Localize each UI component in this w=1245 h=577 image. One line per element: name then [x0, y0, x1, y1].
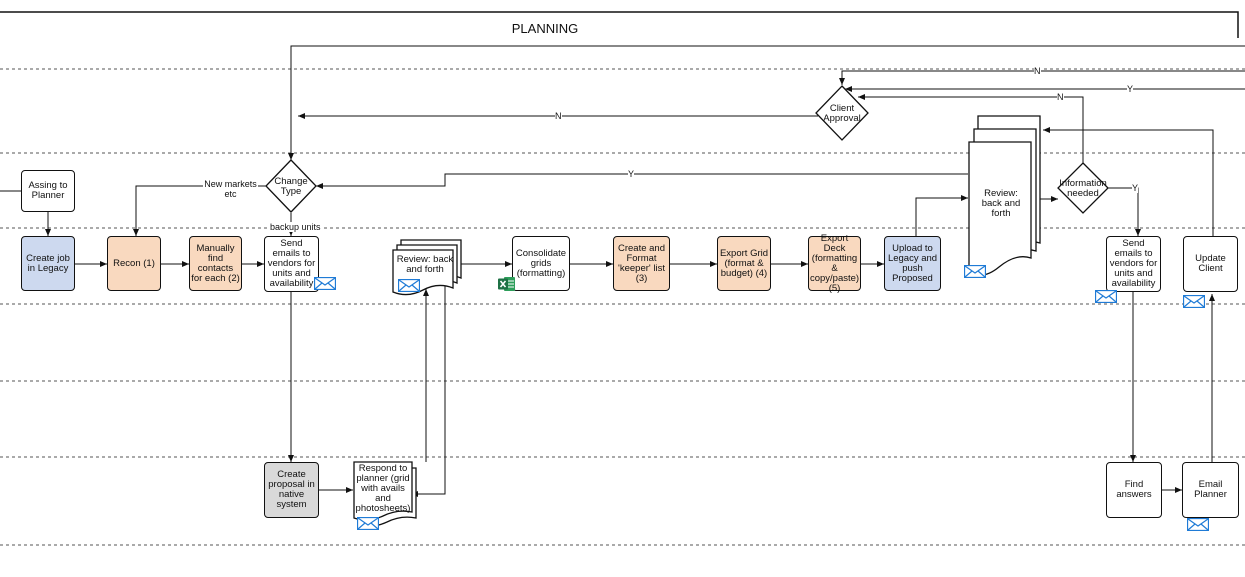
pool-frame	[0, 11, 1239, 38]
mail-icon	[314, 277, 336, 290]
information-needed-label: Information needed	[1059, 178, 1107, 199]
pool-title: PLANNING	[511, 21, 579, 36]
edge-y-label: Y	[628, 169, 635, 179]
export-grid-box: Export Grid (format & budget) (4)	[717, 236, 771, 291]
mail-icon	[1095, 290, 1117, 303]
email-planner-box: Email Planner	[1182, 462, 1239, 518]
create-format-box: Create and Format 'keeper' list (3)	[613, 236, 670, 291]
client-approval-diamond	[815, 85, 869, 141]
export-deck-box: Export Deck (formatting & copy/paste) (5…	[808, 232, 861, 294]
update-client-box: Update Client	[1183, 236, 1238, 292]
find-answers-box: Find answers	[1106, 462, 1162, 518]
recon-box: Recon (1)	[107, 236, 161, 291]
create-proposal-box: Create proposal in native system	[264, 462, 319, 518]
information-needed-diamond	[1057, 162, 1109, 214]
create-job-box: Create job in Legacy	[21, 236, 75, 291]
send-emails-1-box: Send emails to vendors for units and ava…	[264, 236, 319, 292]
review-2-label: Review: back and forth	[981, 188, 1021, 219]
consolidate-box: Consolidate grids (formatting)	[512, 236, 570, 291]
send-emails-2-box: Send emails to vendors for units and ava…	[1106, 236, 1161, 292]
respond-label: Respond to planner (grid with avails and…	[355, 463, 411, 514]
upload-legacy-box: Upload to Legacy and push Proposed	[884, 236, 941, 291]
edge-n-label: N	[1034, 66, 1041, 76]
excel-icon	[498, 277, 515, 291]
document-shapes	[353, 115, 1041, 527]
edge-y-label: Y	[1127, 84, 1134, 94]
mail-icon	[1183, 295, 1205, 308]
mail-icon	[357, 517, 379, 530]
mail-icon	[398, 279, 420, 292]
change-type-diamond	[265, 159, 317, 213]
edge-y-label: Y	[1132, 183, 1139, 193]
manually-find-box: Manually find contacts for each (2)	[189, 236, 242, 291]
edge-n-label: N	[555, 111, 562, 121]
swimlane-separators	[0, 68, 1245, 546]
client-approval-label: Client Approval	[823, 103, 861, 124]
mail-icon	[964, 265, 986, 278]
review-1-label: Review: back and forth	[396, 254, 454, 275]
mail-icon	[1187, 518, 1209, 531]
edge-n-label: N	[1057, 92, 1064, 102]
change-type-label: Change Type	[274, 176, 308, 197]
decision-shapes	[265, 85, 1109, 214]
backup-units-label: backup units	[270, 222, 321, 232]
new-markets-label: New markets etc	[203, 179, 258, 199]
assign-to-planner-box: Assing to Planner	[21, 170, 75, 212]
